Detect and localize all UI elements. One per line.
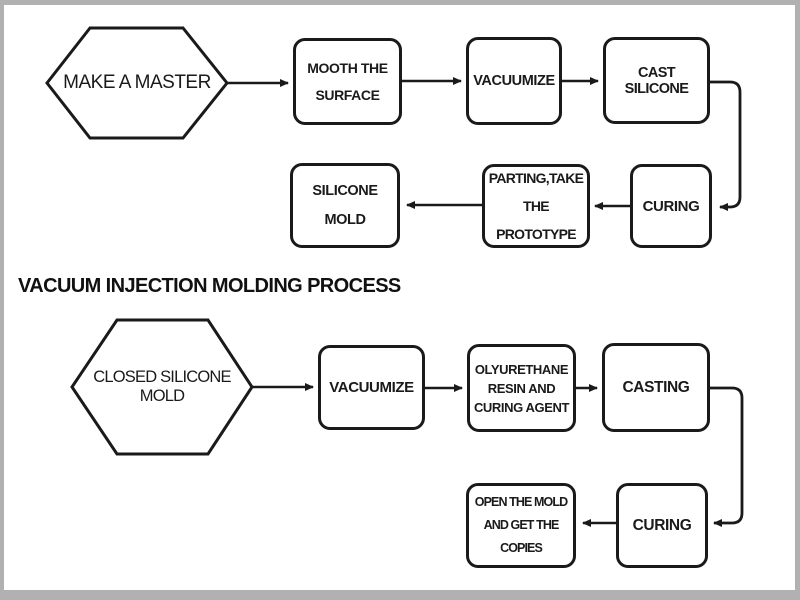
node-label-line: SURFACE: [315, 86, 380, 103]
node-curing-2: CURING: [616, 483, 708, 568]
node-parting-take-prototype: PARTING,TAKE THE PROTOTYPE: [482, 164, 590, 248]
frame-edge-left: [0, 0, 4, 600]
node-vacuumize-1: VACUUMIZE: [466, 37, 562, 125]
node-label-line: THE PROTOTYPE: [496, 198, 576, 242]
node-open-mold-get-copies: OPEN THE MOLD AND GET THE COPIES: [466, 483, 576, 568]
node-label-line: OPEN THE MOLD: [474, 495, 568, 509]
node-label-line: CURING AGENT: [473, 399, 570, 415]
connector-cast-to-curing-elbow: [710, 80, 742, 211]
node-label-line: MOLD: [324, 211, 366, 228]
node-label-line: RESIN AND: [487, 380, 556, 396]
node-label: CASTING: [622, 378, 690, 396]
node-label-line: SILICONE: [312, 182, 378, 199]
node-casting: CASTING: [602, 343, 710, 432]
section-title-vacuum-injection: VACUUM INJECTION MOLDING PROCESS: [18, 275, 401, 297]
node-label-line: OLYURETHANE: [474, 361, 569, 377]
node-label-line: PARTING,TAKE: [488, 170, 584, 186]
start-node-label: CLOSED SILICONE MOLD: [93, 368, 231, 405]
node-cast-silicone: CAST SILICONE: [603, 37, 710, 124]
node-label-line: MOOTH THE: [307, 59, 388, 76]
frame-edge-bottom: [0, 590, 800, 600]
node-label: CURING: [632, 516, 692, 534]
start-node-make-a-master: MAKE A MASTER: [47, 28, 227, 138]
node-silicone-mold: SILICONE MOLD: [290, 163, 400, 248]
node-vacuumize-2: VACUUMIZE: [318, 345, 425, 430]
connector-casting-to-curing-elbow: [710, 386, 744, 527]
node-label: CURING: [642, 197, 700, 215]
node-label: VACUUMIZE: [473, 73, 555, 89]
frame-edge-right: [795, 0, 800, 600]
frame-edge-top: [0, 0, 800, 5]
node-smooth-surface: MOOTH THE SURFACE: [293, 38, 402, 125]
start-node-label: MAKE A MASTER: [63, 72, 211, 93]
node-label: VACUUMIZE: [329, 379, 414, 396]
node-polyurethane-resin: OLYURETHANE RESIN AND CURING AGENT: [467, 344, 576, 432]
node-label: CAST SILICONE: [624, 64, 689, 97]
start-node-closed-silicone-mold: CLOSED SILICONE MOLD: [72, 320, 252, 454]
node-label-line: AND GET THE COPIES: [483, 518, 560, 555]
node-curing-1: CURING: [630, 164, 712, 248]
